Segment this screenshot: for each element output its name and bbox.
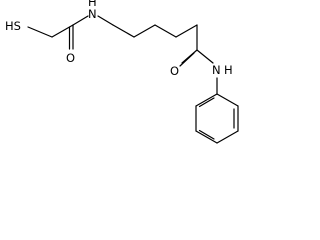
bond-chain-3: [154, 24, 177, 38]
bond-s-ch2: [27, 26, 53, 38]
bond-lines: [27, 15, 239, 144]
bond-chain-4: [175, 24, 198, 38]
bond-phenyl-3: [216, 130, 239, 144]
amide-nitrogen-label-1: N: [88, 7, 97, 21]
bond-carbonyl-2-nitrogen: [196, 49, 214, 64]
thiol-label: HS: [5, 19, 21, 33]
bond-chain-2: [133, 24, 156, 38]
bond-carbonyl-1-nitrogen: [72, 15, 89, 26]
bond-phenyl-1: [216, 93, 239, 107]
amide-hydrogen-label-1: H: [88, 0, 97, 9]
carbonyl-oxygen-label-1: O: [66, 51, 75, 65]
chemical-structure-diagram: HS O N H O N H: [5, 0, 239, 144]
bond-phenyl-4: [195, 130, 218, 144]
amide-hydrogen-label-2: H: [224, 63, 233, 77]
bond-carbonyl-2-oxygen-double: [179, 52, 195, 67]
bond-nitrogen-1-chain: [97, 15, 114, 26]
bond-phenyl-inner-3: [198, 97, 215, 108]
bond-phenyl-6: [195, 93, 218, 107]
atom-labels: HS O N H O N H: [5, 0, 233, 78]
carbonyl-oxygen-label-2: O: [170, 64, 179, 78]
amide-nitrogen-label-2: N: [212, 63, 221, 77]
bond-phenyl-inner-2: [198, 129, 215, 140]
bond-chain-1: [112, 24, 135, 38]
